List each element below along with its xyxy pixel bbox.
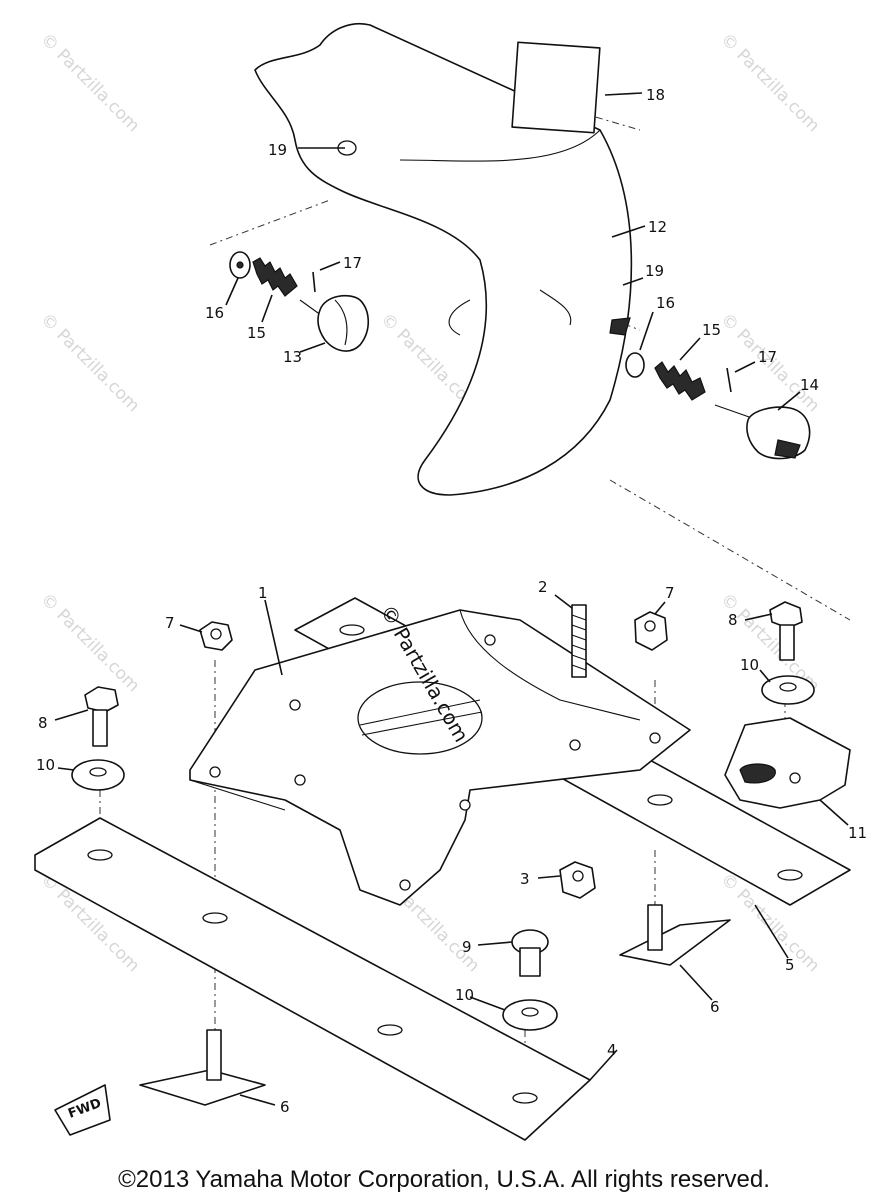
callout-8: 8 (38, 714, 48, 732)
callout-16: 16 (205, 304, 224, 322)
bolt-9 (511, 929, 549, 977)
callout-19: 19 (268, 141, 287, 159)
nut-7-right (634, 611, 668, 651)
nut-7-left (199, 621, 233, 651)
callout-10: 10 (740, 656, 759, 674)
stud-bolt-2 (571, 604, 587, 678)
watermark: © Partzilla.com (36, 589, 143, 696)
base-rail-4 (34, 817, 591, 1141)
spring-15-right (654, 361, 706, 401)
copyright-notice: ©2013 Yamaha Motor Corporation, U.S.A. A… (118, 1166, 770, 1193)
callout-labels: 18 19 12 17 16 15 13 19 16 15 17 14 1 2 … (36, 86, 867, 1116)
callout-3: 3 (520, 870, 530, 888)
callout-13: 13 (283, 348, 302, 366)
callout-18: 18 (646, 86, 665, 104)
callout-19: 19 (645, 262, 664, 280)
callout-17: 17 (758, 348, 777, 366)
bolt-8-right (769, 601, 803, 661)
stud-plate-6-right (619, 904, 731, 966)
spring-15-left (252, 257, 298, 297)
leader-lines (54, 92, 849, 1106)
washer-10-right (761, 675, 815, 705)
callout-7: 7 (165, 614, 175, 632)
bolt-8-left (84, 686, 119, 747)
decal-18 (511, 41, 601, 134)
callout-5: 5 (785, 956, 795, 974)
watermark: © Partzilla.com (716, 29, 823, 136)
mounting-plate-1 (189, 609, 691, 906)
pin-17-left (312, 271, 316, 293)
callout-10: 10 (455, 986, 474, 1004)
watermark: © Partzilla.com (36, 309, 143, 416)
callout-11: 11 (848, 824, 867, 842)
nut-3 (559, 861, 596, 899)
callout-14: 14 (800, 376, 819, 394)
knob-14 (714, 404, 811, 460)
callout-2: 2 (538, 578, 548, 596)
knob-13 (299, 294, 370, 352)
stud-plate-6-left (139, 1029, 266, 1106)
callout-1: 1 (258, 584, 268, 602)
callout-15: 15 (702, 321, 721, 339)
watermark: © Partzilla.com (36, 29, 143, 136)
fwd-arrow-icon: FWD (54, 1084, 111, 1136)
callout-9: 9 (462, 938, 472, 956)
callout-4: 4 (607, 1041, 617, 1059)
pin-17-right (726, 367, 732, 393)
clip-19-right (609, 317, 631, 336)
washer-10-left (71, 759, 125, 791)
bracket-11 (724, 717, 851, 809)
washer-16-right (625, 352, 645, 378)
callout-6: 6 (710, 998, 720, 1016)
callout-7: 7 (665, 584, 675, 602)
callout-8: 8 (728, 611, 738, 629)
callout-16: 16 (656, 294, 675, 312)
washer-10-bottom (502, 999, 558, 1031)
exploded-parts-diagram: © Partzilla.com © Partzilla.com © Partzi… (34, 23, 867, 1141)
callout-10: 10 (36, 756, 55, 774)
callout-17: 17 (343, 254, 362, 272)
callout-15: 15 (247, 324, 266, 342)
callout-6: 6 (280, 1098, 290, 1116)
callout-12: 12 (648, 218, 667, 236)
